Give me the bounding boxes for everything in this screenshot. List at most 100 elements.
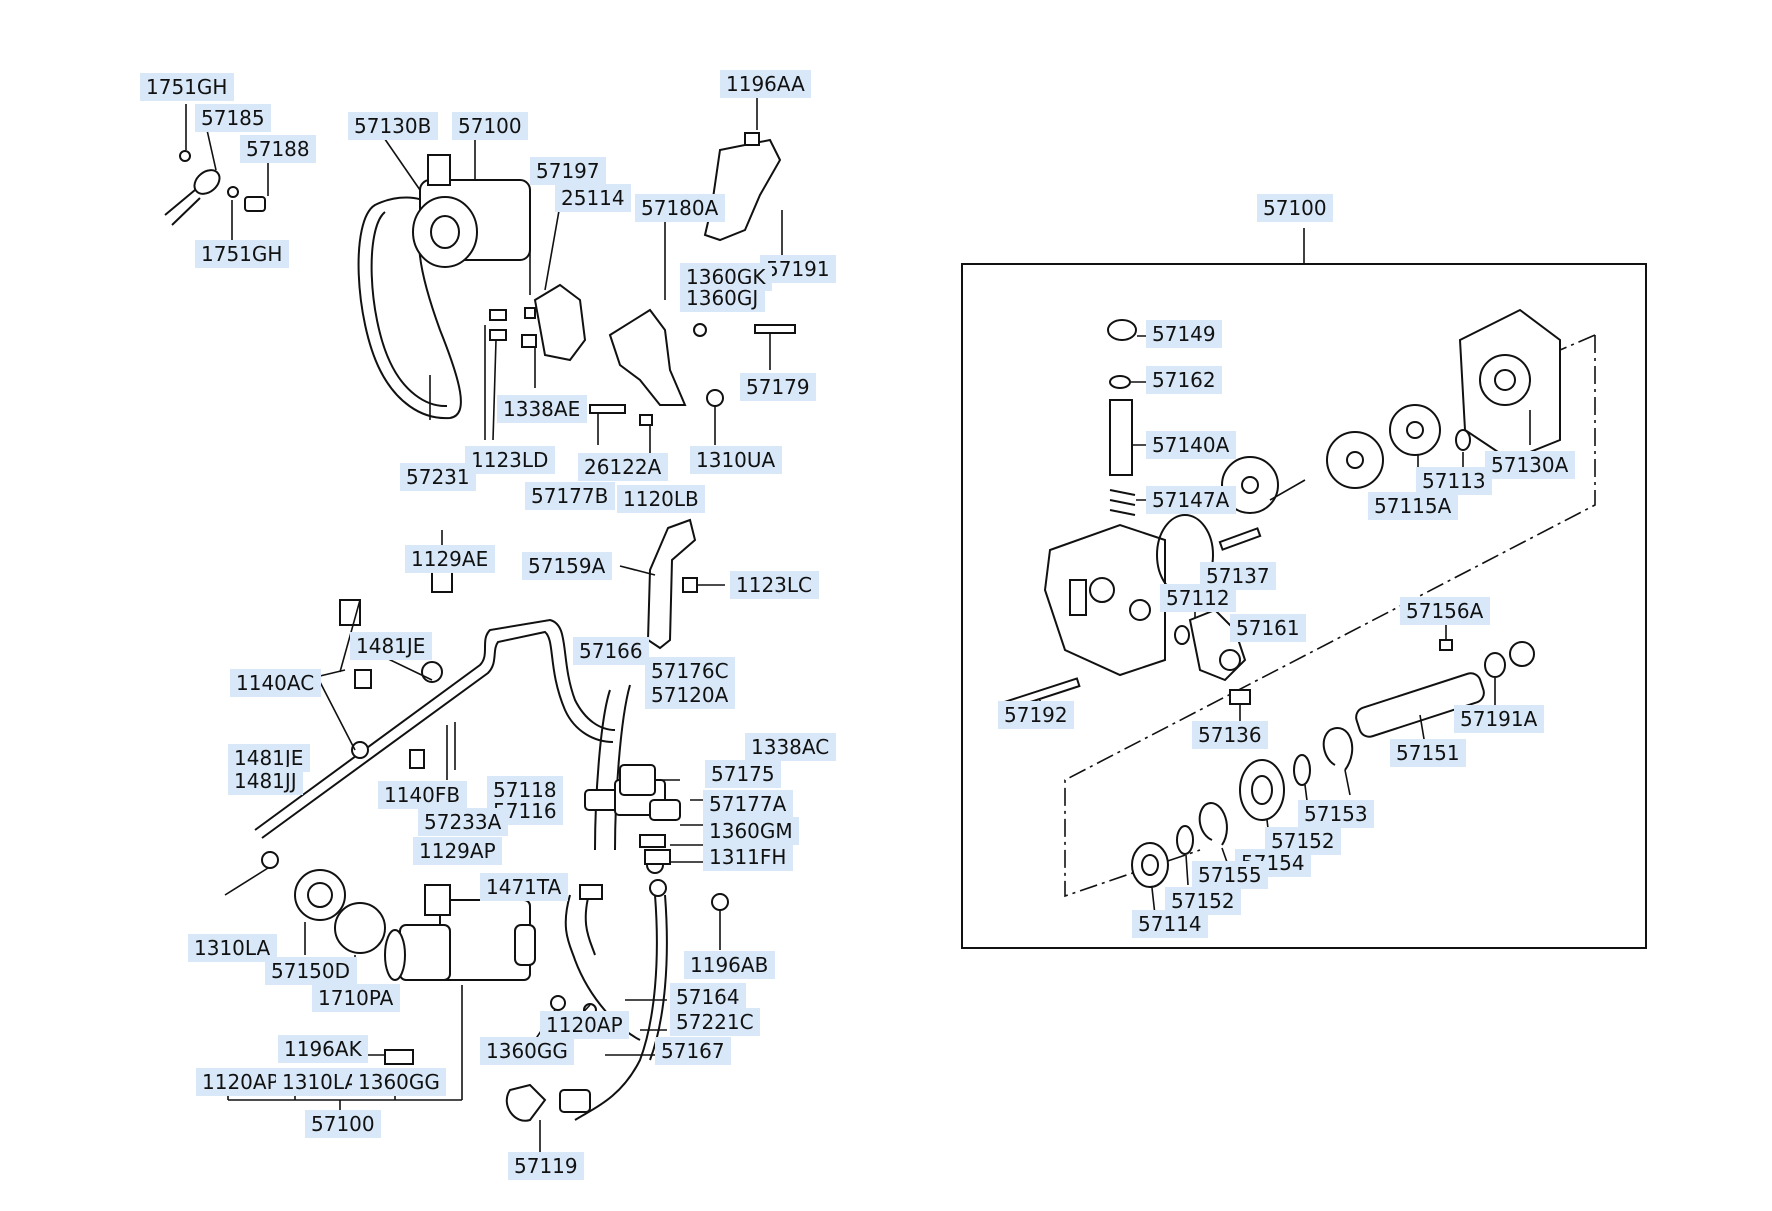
callout-1338AE: 1338AE [497, 395, 587, 423]
callout-1310LA-b: 1310LA [276, 1068, 365, 1096]
part-number-label: 57149 [1152, 322, 1216, 346]
part-number-label: 1481JJ [234, 769, 297, 793]
part-number-label: 1310LA [194, 936, 271, 960]
callout-1196AA: 1196AA [720, 70, 811, 98]
part-number-label: 57177A [709, 792, 787, 816]
callout-box [703, 790, 793, 818]
callout-57136: 57136 [1192, 721, 1268, 749]
part-number-label: 1310LA [282, 1070, 359, 1094]
callout-box [530, 157, 606, 185]
part-number-label: 57175 [711, 762, 775, 786]
callout-box [1160, 584, 1236, 612]
callout-box [703, 843, 793, 871]
callout-box [760, 255, 836, 283]
part-number-label: 57162 [1152, 368, 1216, 392]
callout-box [1192, 721, 1268, 749]
part-number-label: 1123LD [471, 448, 548, 472]
callout-57231: 57231 [400, 463, 476, 491]
callout-box [670, 1008, 760, 1036]
callout-1120AP-b: 1120AP [196, 1068, 285, 1096]
pump-and-belt-drawing [357, 131, 561, 440]
callout-box [265, 957, 357, 985]
bracket-drawing [489, 86, 796, 470]
callout-57191: 57191 [760, 255, 836, 283]
part-number-label: 1140FB [384, 783, 460, 807]
part-number-label: 57100 [458, 114, 522, 138]
part-number-label: 57180A [641, 196, 719, 220]
callout-box [522, 552, 612, 580]
callout-box [730, 571, 819, 599]
part-number-label: 57167 [661, 1039, 725, 1063]
part-number-label: 57150D [271, 959, 350, 983]
callout-box [670, 983, 746, 1011]
callout-box [452, 112, 528, 140]
callout-1360GM: 1360GM [703, 817, 799, 845]
part-number-label: 1360GG [486, 1039, 568, 1063]
callout-57188: 57188 [240, 135, 316, 163]
callout-57100-top: 57100 [452, 112, 528, 140]
callout-1338AC: 1338AC [745, 733, 836, 761]
callout-1140FB: 1140FB [378, 781, 467, 809]
callout-57159A: 57159A [522, 552, 612, 580]
callout-1196AK: 1196AK [278, 1035, 368, 1063]
callout-box [1390, 739, 1466, 767]
part-number-label: 26122A [584, 455, 662, 479]
callout-box [278, 1035, 368, 1063]
callout-box [690, 446, 782, 474]
part-number-label: 57191A [1460, 707, 1538, 731]
callout-57197: 57197 [530, 157, 606, 185]
callout-box [1298, 800, 1374, 828]
part-number-label: 57120A [651, 683, 729, 707]
part-number-label: 57151 [1396, 741, 1460, 765]
callout-box [1146, 366, 1222, 394]
part-number-label: 57233A [424, 810, 502, 834]
part-number-label: 1751GH [146, 75, 227, 99]
callout-box [378, 781, 467, 809]
callout-1360GJ: 1360GJ [680, 284, 765, 312]
callout-box [348, 112, 438, 140]
callout-57221C: 57221C [670, 1008, 760, 1036]
callout-57167: 57167 [655, 1037, 731, 1065]
callout-57191A: 57191A [1454, 705, 1544, 733]
callout-box [405, 545, 495, 573]
part-number-label: 1129AP [419, 839, 496, 863]
callout-57177A: 57177A [703, 790, 793, 818]
callout-1129AP: 1129AP [413, 837, 502, 865]
part-number-label: 57113 [1422, 469, 1486, 493]
callout-box [703, 817, 799, 845]
part-number-label: 1140AC [236, 671, 314, 695]
callout-57113: 57113 [1416, 467, 1492, 495]
callout-box [555, 184, 631, 212]
callout-57112: 57112 [1160, 584, 1236, 612]
part-number-label: 1310UA [696, 448, 776, 472]
callout-box [1257, 194, 1333, 222]
callout-box [1132, 910, 1208, 938]
pump-exploded-box [961, 228, 1647, 949]
callout-box [1146, 320, 1222, 348]
part-number-label: 1360GJ [686, 286, 758, 310]
callout-57166: 57166 [573, 637, 649, 665]
callout-box [525, 482, 615, 510]
part-number-label: 57188 [246, 137, 310, 161]
part-number-label: 57119 [514, 1154, 578, 1178]
part-number-label: 57159A [528, 554, 606, 578]
callout-box [1146, 431, 1236, 459]
part-number-label: 57179 [746, 375, 810, 399]
callout-box [705, 760, 781, 788]
part-number-label: 1123LC [736, 573, 812, 597]
callout-box [635, 194, 725, 222]
callout-box [740, 373, 816, 401]
callout-1471TA: 1471TA [480, 873, 568, 901]
callout-1196AB: 1196AB [684, 951, 775, 979]
callout-box [540, 1011, 629, 1039]
part-number-label: 1710PA [318, 986, 394, 1010]
callout-57147A: 57147A [1146, 486, 1236, 514]
callout-box [465, 446, 555, 474]
callout-1311FH: 1311FH [703, 843, 793, 871]
callout-box [1485, 451, 1575, 479]
part-number-label: 57136 [1198, 723, 1262, 747]
part-number-label: 1120LB [623, 487, 699, 511]
